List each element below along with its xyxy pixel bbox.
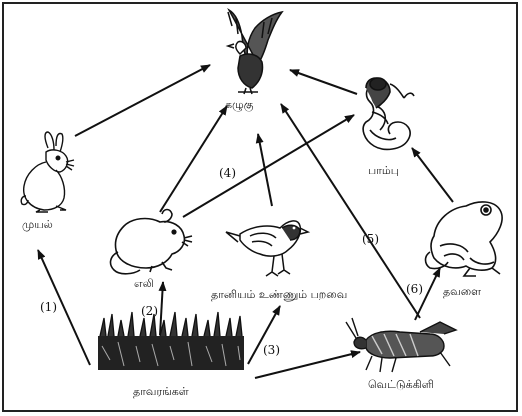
arrow-frog-to-snake [412, 148, 453, 202]
arrow-number-2: (2) [141, 304, 158, 318]
rat-illustration [111, 210, 192, 274]
arrow-snake-to-eagle [290, 70, 357, 94]
bird-illustration [226, 221, 308, 276]
arrow-rabbit-to-eagle [75, 65, 210, 136]
arrow-grasshopper-to-eagle [281, 104, 420, 318]
arrow-number-6: (6) [406, 282, 423, 296]
rat-label: எலி [134, 277, 154, 290]
snake-label: பாம்பு [368, 164, 399, 177]
arrow-number-4: (4) [219, 166, 236, 180]
arrow-number-1: (1) [40, 300, 57, 314]
eagle-label: கழுகு [225, 98, 254, 111]
arrow-rat-to-snake [183, 115, 354, 217]
plants-label: தாவரங்கள் [133, 385, 189, 398]
frog-illustration [426, 202, 503, 276]
grasshopper-illustration [346, 318, 456, 372]
rabbit-illustration [21, 132, 74, 212]
frog-label: தவளை [443, 285, 481, 298]
grasshopper-label: வெட்டுக்கிளி [368, 378, 434, 391]
eagle-illustration [228, 10, 282, 94]
arrow-number-5: (5) [362, 232, 379, 246]
arrow-number-3: (3) [263, 343, 280, 357]
seed-eating-bird-label: தானியம் உண்ணும் பறவை [211, 288, 347, 301]
rabbit-label: முயல் [22, 218, 53, 231]
snake-illustration [363, 78, 414, 149]
plants-illustration [98, 312, 244, 370]
